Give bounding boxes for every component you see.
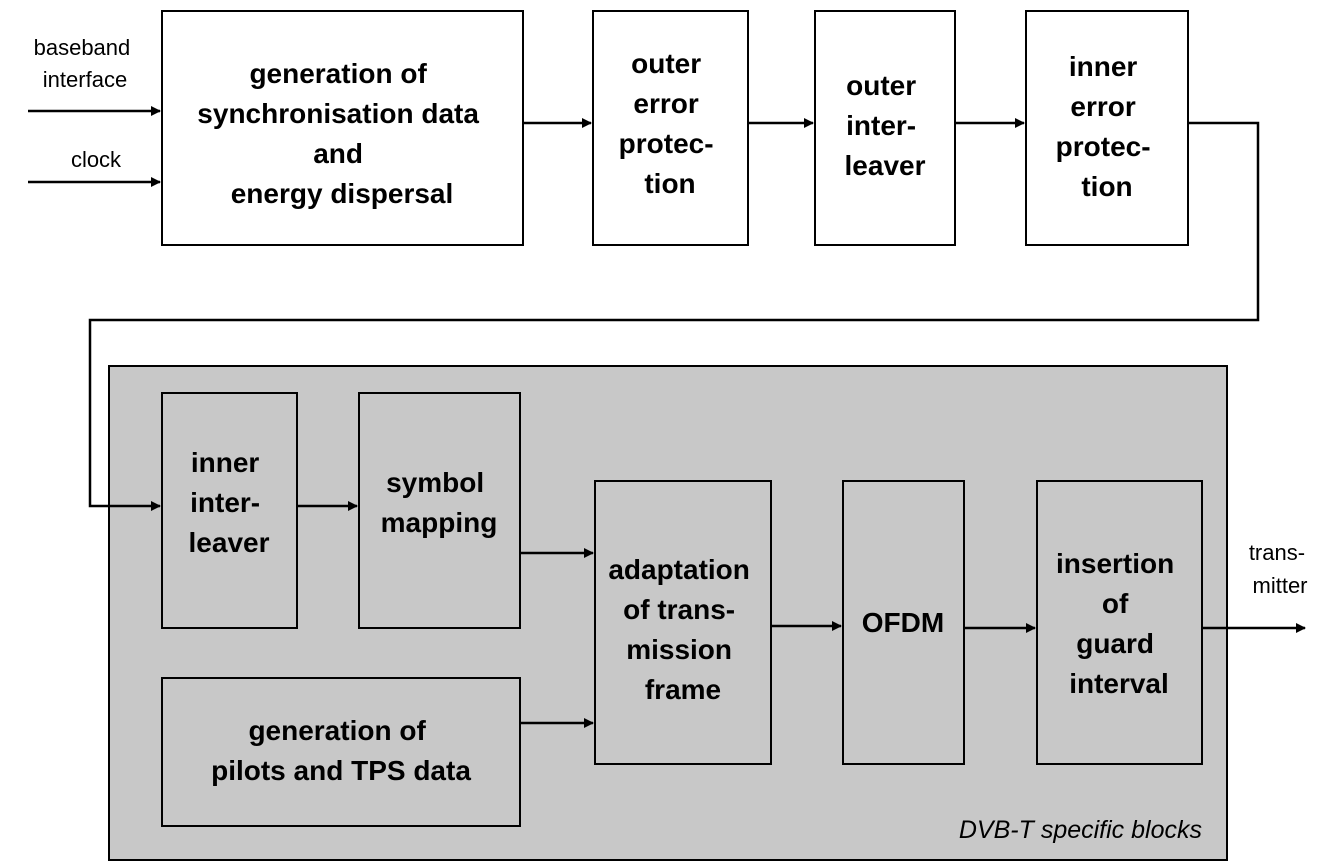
sync-energy-label: generation of synchronisation data and e…	[197, 58, 486, 209]
region-label: DVB-T specific blocks	[959, 816, 1202, 844]
dvbt-specific-region	[108, 365, 1228, 861]
adaptation-frame-block	[594, 480, 772, 765]
inner-interleaver-label: inner inter- leaver	[189, 447, 270, 558]
outer-interleaver-label: outer inter- leaver	[845, 70, 926, 181]
transmitter-label: trans- mitter	[1249, 540, 1311, 598]
adaptation-frame-label: adaptation of trans- mission frame	[608, 554, 757, 705]
inner-interleaver-block	[161, 392, 298, 629]
pilots-tps-block	[161, 677, 521, 827]
outer-interleaver-block	[814, 10, 956, 246]
guard-interval-label: insertion of guard interval	[1056, 548, 1182, 699]
symbol-mapping-block	[358, 392, 521, 629]
outer-error-protection-label: outer error protec- tion	[619, 48, 722, 199]
ofdm-label: OFDM	[862, 607, 944, 638]
inner-error-protection-block	[1025, 10, 1189, 246]
inner-error-protection-label: inner error protec- tion	[1056, 51, 1159, 202]
symbol-mapping-label: symbol mapping	[381, 467, 498, 538]
sync-energy-block	[161, 10, 524, 246]
ofdm-block	[842, 480, 965, 765]
baseband-interface-label: baseband interface	[34, 35, 137, 92]
arrow-inner-protect-to-inner-interleaver	[88, 121, 1260, 511]
outer-error-protection-block	[592, 10, 749, 246]
guard-interval-block	[1036, 480, 1203, 765]
pilots-tps-label: generation of pilots and TPS data	[211, 715, 471, 786]
clock-label: clock	[71, 147, 122, 172]
